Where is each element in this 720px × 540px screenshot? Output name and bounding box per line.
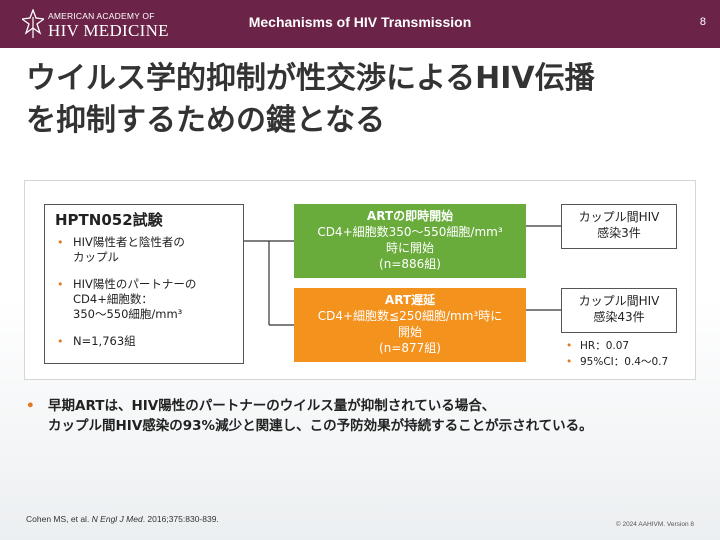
- bullet-dot-icon: •: [566, 356, 573, 368]
- arm-immediate-line-2: 時に開始: [385, 241, 434, 255]
- logo-org-name: HIV MEDICINE: [48, 21, 169, 40]
- study-name: HPTN052試験: [55, 211, 163, 229]
- logo-org-line: AMERICAN ACADEMY OF: [48, 11, 155, 21]
- stat-confidence-interval: • 95%CI：0.4〜0.7: [566, 354, 668, 370]
- header-title: Mechanisms of HIV Transmission: [248, 14, 472, 30]
- study-bullet-2-line-3: 350〜550細胞/mm³: [73, 307, 183, 321]
- bullet-dot-icon: •: [566, 340, 573, 352]
- copyright: © 2024 AAHIVM. Version 8: [615, 521, 694, 528]
- result-immediate-line-1: カップル間HIV: [578, 210, 660, 224]
- bullet-dot-icon: •: [57, 335, 64, 348]
- summary-bullet: • 早期ARTは、HIV陽性のパートナーのウイルス量が抑制されている場合、 カッ…: [26, 396, 706, 436]
- study-bullet-list: • HIV陽性者と陰性者の カップル • HIV陽性のパートナーの CD4+細胞…: [45, 235, 241, 361]
- slide-title-line-1: ウイルス学的抑制が性交渉によるHIV伝播: [26, 61, 595, 96]
- result-delayed-line-1: カップル間HIV: [578, 294, 660, 308]
- aahivm-logo-icon: [22, 9, 44, 38]
- result-immediate: カップル間HIV 感染3件: [561, 204, 677, 249]
- arm-delayed-art: ART遅延 CD4+細胞数≦250細胞/mm³時に 開始 (n=877組): [294, 288, 526, 362]
- result-immediate-line-2: 感染3件: [597, 226, 641, 240]
- study-bullet-3-line-1: N=1,763組: [73, 334, 136, 348]
- stat-hazard-ratio: • HR：0.07: [566, 338, 668, 354]
- slide-title-line-2: を抑制するための鍵となる: [26, 103, 386, 138]
- result-stats-list: • HR：0.07 • 95%CI：0.4〜0.7: [566, 338, 668, 370]
- header-bar: AMERICAN ACADEMY OF HIV MEDICINE Mechani…: [0, 0, 720, 48]
- bullet-dot-icon: •: [57, 236, 64, 249]
- study-bullet-1: • HIV陽性者と陰性者の カップル: [45, 235, 241, 265]
- citation-journal: N Engl J Med: [91, 514, 143, 524]
- study-bullet-2: • HIV陽性のパートナーの CD4+細胞数： 350〜550細胞/mm³: [45, 277, 241, 322]
- arm-delayed-line-1: CD4+細胞数≦250細胞/mm³時に: [317, 309, 503, 323]
- stat-confidence-interval-text: 95%CI：0.4〜0.7: [580, 356, 669, 368]
- arm-immediate-line-1: CD4+細胞数350〜550細胞/mm³: [317, 225, 503, 239]
- arm-delayed-line-2: 開始: [397, 325, 422, 339]
- study-bullet-1-line-1: HIV陽性者と陰性者の: [73, 235, 185, 249]
- summary-line-1: 早期ARTは、HIV陽性のパートナーのウイルス量が抑制されている場合、: [48, 398, 496, 414]
- arm-immediate-title: ARTの即時開始: [366, 209, 454, 223]
- page-number: 8: [699, 16, 706, 28]
- study-bullet-2-line-1: HIV陽性のパートナーの: [73, 277, 197, 291]
- arm-immediate-art: ARTの即時開始 CD4+細胞数350〜550細胞/mm³ 時に開始 (n=88…: [294, 204, 526, 278]
- study-bullet-3: • N=1,763組: [45, 334, 241, 349]
- arm-delayed-n: (n=877組): [379, 341, 441, 355]
- arm-immediate-n: (n=886組): [379, 257, 441, 271]
- stat-hazard-ratio-text: HR：0.07: [580, 340, 630, 352]
- citation: Cohen MS, et al. N Engl J Med. 2016;375:…: [26, 514, 219, 524]
- slide-title: ウイルス学的抑制が性交渉によるHIV伝播 を抑制するための鍵となる: [26, 58, 706, 142]
- result-delayed-line-2: 感染43件: [593, 310, 645, 324]
- bullet-dot-icon: •: [57, 278, 64, 291]
- study-bullet-2-line-2: CD4+細胞数：: [73, 292, 153, 306]
- citation-details: . 2016;375:830-839.: [142, 514, 219, 524]
- study-bullet-1-line-2: カップル: [73, 250, 119, 264]
- study-box: HPTN052試験 • HIV陽性者と陰性者の カップル • HIV陽性のパート…: [44, 204, 244, 364]
- summary-line-2: カップル間HIV感染の93%減少と関連し、この予防効果が持続することが示されてい…: [48, 418, 593, 434]
- arm-delayed-title: ART遅延: [384, 293, 436, 307]
- bullet-dot-icon: •: [26, 398, 35, 414]
- citation-authors: Cohen MS, et al.: [26, 514, 92, 524]
- aahivm-logo: AMERICAN ACADEMY OF HIV MEDICINE: [22, 9, 169, 41]
- result-delayed: カップル間HIV 感染43件: [561, 288, 677, 333]
